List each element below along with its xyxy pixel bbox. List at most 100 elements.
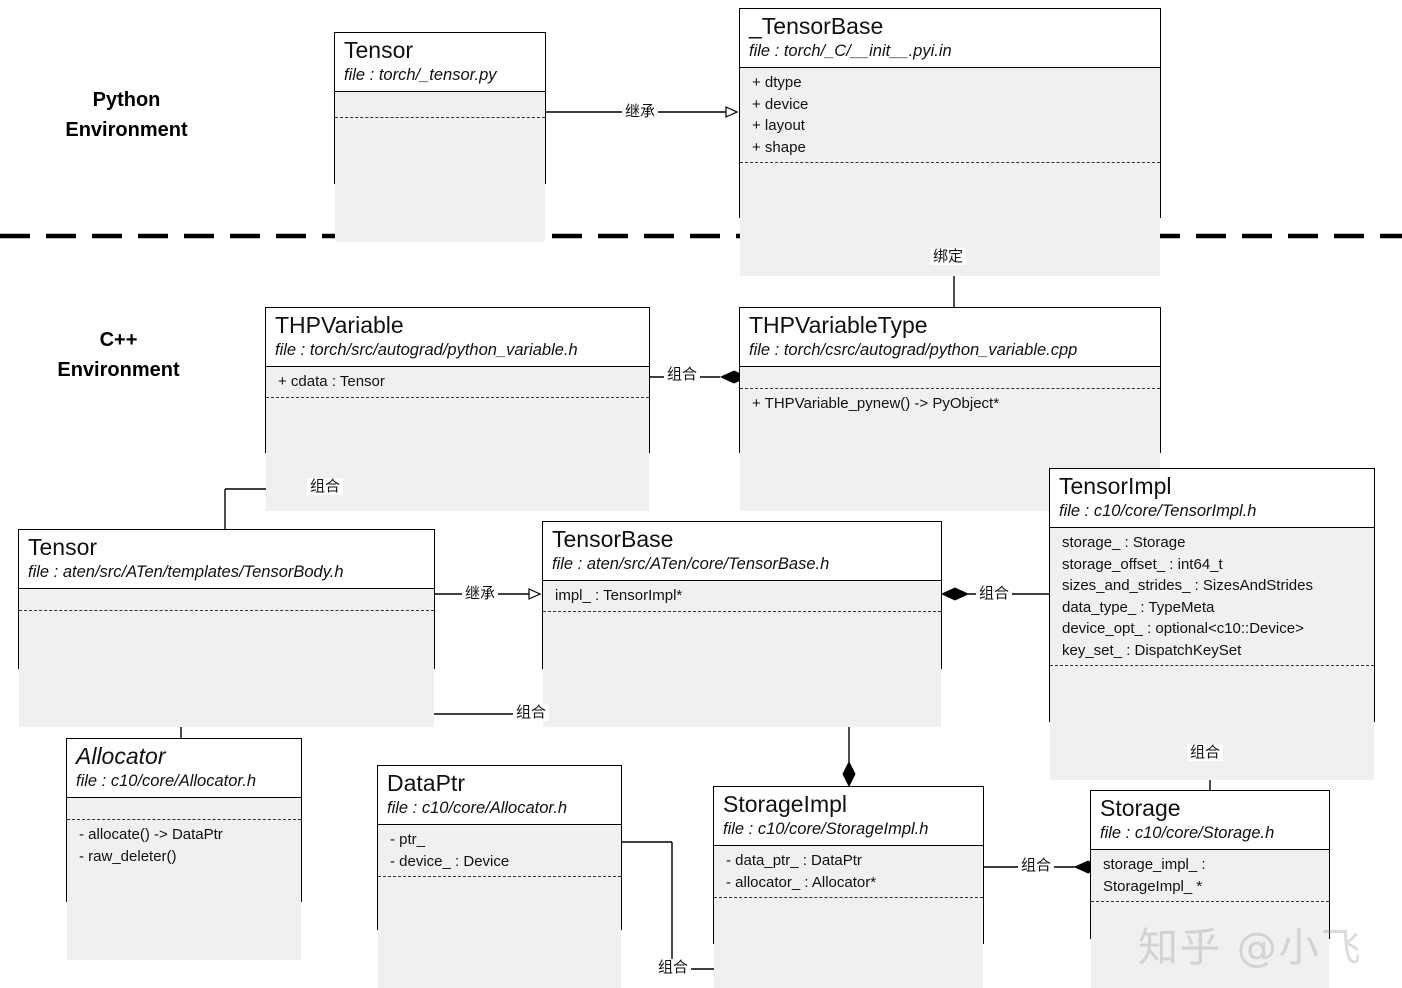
class-attributes: + dtype + device + layout + shape bbox=[740, 68, 1160, 164]
attribute-row: storage_offset_ : int64_t bbox=[1062, 555, 1223, 573]
edge-label-composition-storage-tensorimpl: 组合 bbox=[1187, 744, 1224, 761]
class-header: Tensor file : torch/_tensor.py bbox=[335, 33, 545, 93]
class-operations bbox=[266, 398, 649, 420]
class-attributes bbox=[67, 798, 301, 821]
class-header: _TensorBase file : torch/_C/__init__.pyi… bbox=[740, 9, 1160, 69]
class-body: - ptr_ - device_ : Device bbox=[378, 825, 621, 988]
edge-label-inheritance-cpp: 继承 bbox=[462, 585, 499, 602]
class-box-tensorimpl[interactable]: TensorImpl file : c10/core/TensorImpl.h … bbox=[1049, 468, 1375, 781]
class-header: Allocator file : c10/core/Allocator.h bbox=[67, 739, 301, 799]
class-attributes: impl_ : TensorImpl* bbox=[543, 581, 941, 612]
class-title: Tensor bbox=[344, 37, 414, 63]
class-body bbox=[335, 92, 545, 243]
class-attributes bbox=[740, 367, 1160, 390]
attribute-row: impl_ : TensorImpl* bbox=[555, 587, 683, 605]
class-attributes bbox=[19, 589, 434, 612]
attribute-row: storage_impl_ : bbox=[1103, 856, 1206, 874]
class-operations bbox=[543, 612, 941, 634]
class-attributes: + cdata : Tensor bbox=[266, 367, 649, 398]
class-operations bbox=[335, 118, 545, 144]
class-body: storage_ : Storage storage_offset_ : int… bbox=[1050, 528, 1374, 781]
class-body: - allocate() -> DataPtr - raw_deleter() bbox=[67, 798, 301, 961]
attribute-row: device_opt_ : optional<c10::Device> bbox=[1062, 620, 1304, 638]
class-box-allocator[interactable]: Allocator file : c10/core/Allocator.h - … bbox=[66, 738, 302, 961]
class-file: file : aten/src/ATen/core/TensorBase.h bbox=[552, 554, 830, 573]
class-operations: + THPVariable_pynew() -> PyObject* bbox=[740, 389, 1160, 418]
class-title: Tensor bbox=[28, 534, 98, 560]
edge-label-composition-cpptensor-thpvariable: 组合 bbox=[307, 478, 344, 495]
class-box-dataptr[interactable]: DataPtr file : c10/core/Allocator.h - pt… bbox=[377, 765, 622, 988]
attribute-row: - allocator_ : Allocator* bbox=[726, 873, 877, 891]
class-operations bbox=[1050, 666, 1374, 692]
class-title: DataPtr bbox=[387, 770, 465, 796]
class-operations bbox=[714, 898, 983, 920]
section-label-python: Python Environment bbox=[65, 89, 188, 141]
class-attributes: - ptr_ - device_ : Device bbox=[378, 825, 621, 878]
class-file: file : torch/_C/__init__.pyi.in bbox=[749, 41, 952, 60]
class-title: THPVariableType bbox=[749, 312, 928, 338]
class-body: + dtype + device + layout + shape bbox=[740, 68, 1160, 277]
class-file: file : c10/core/Allocator.h bbox=[387, 798, 568, 817]
class-box-python-tensor[interactable]: Tensor file : torch/_tensor.py bbox=[334, 32, 546, 243]
attribute-row: + layout bbox=[752, 117, 805, 135]
class-body: impl_ : TensorImpl* bbox=[543, 581, 941, 728]
class-body bbox=[19, 589, 434, 728]
class-header: StorageImpl file : c10/core/StorageImpl.… bbox=[714, 787, 983, 847]
attribute-row: key_set_ : DispatchKeySet bbox=[1062, 641, 1242, 659]
class-header: THPVariableType file : torch/csrc/autogr… bbox=[740, 308, 1160, 368]
attribute-row: + cdata : Tensor bbox=[278, 373, 385, 391]
class-operations bbox=[378, 877, 621, 899]
class-box-storage[interactable]: Storage file : c10/core/Storage.h storag… bbox=[1090, 790, 1330, 988]
class-operations bbox=[19, 611, 434, 633]
class-box-tensorbase-python[interactable]: _TensorBase file : torch/_C/__init__.pyi… bbox=[739, 8, 1161, 277]
class-header: THPVariable file : torch/src/autograd/py… bbox=[266, 308, 649, 368]
class-file: file : aten/src/ATen/templates/TensorBod… bbox=[28, 562, 344, 581]
attribute-row: storage_ : Storage bbox=[1062, 534, 1186, 552]
class-box-tensorbase-cpp[interactable]: TensorBase file : aten/src/ATen/core/Ten… bbox=[542, 521, 942, 728]
operation-row: - raw_deleter() bbox=[79, 847, 177, 865]
section-label-cpp: C++ Environment bbox=[57, 329, 180, 381]
attribute-row: - data_ptr_ : DataPtr bbox=[726, 852, 862, 870]
class-body: - data_ptr_ : DataPtr - allocator_ : All… bbox=[714, 846, 983, 988]
class-file: file : c10/core/Allocator.h bbox=[76, 771, 257, 790]
attribute-row: - ptr_ bbox=[390, 831, 426, 849]
class-box-cpp-tensor[interactable]: Tensor file : aten/src/ATen/templates/Te… bbox=[18, 529, 435, 728]
class-box-storageimpl[interactable]: StorageImpl file : c10/core/StorageImpl.… bbox=[713, 786, 984, 988]
edge-label-composition-storageimpl-storage: 组合 bbox=[1018, 857, 1055, 874]
class-attributes bbox=[335, 92, 545, 119]
class-title: TensorImpl bbox=[1059, 473, 1172, 499]
class-operations bbox=[740, 163, 1160, 187]
attribute-row: StorageImpl_ * bbox=[1103, 877, 1203, 895]
class-operations: - allocate() -> DataPtr - raw_deleter() bbox=[67, 820, 301, 871]
class-header: TensorBase file : aten/src/ATen/core/Ten… bbox=[543, 522, 941, 582]
class-body: storage_impl_ : StorageImpl_ * bbox=[1091, 850, 1329, 988]
attribute-row: + shape bbox=[752, 138, 806, 156]
operation-row: - allocate() -> DataPtr bbox=[79, 826, 223, 844]
class-header: DataPtr file : c10/core/Allocator.h bbox=[378, 766, 621, 826]
class-title: TensorBase bbox=[552, 526, 674, 552]
class-box-thpvariabletype[interactable]: THPVariableType file : torch/csrc/autogr… bbox=[739, 307, 1161, 512]
class-title: Storage bbox=[1100, 795, 1181, 821]
class-title: _TensorBase bbox=[749, 13, 884, 39]
class-header: Storage file : c10/core/Storage.h bbox=[1091, 791, 1329, 851]
class-title: THPVariable bbox=[275, 312, 404, 338]
class-box-thpvariable[interactable]: THPVariable file : torch/src/autograd/py… bbox=[265, 307, 650, 512]
class-file: file : c10/core/Storage.h bbox=[1100, 823, 1275, 842]
zhihu-watermark: 知乎 @小飞 bbox=[1138, 925, 1363, 971]
edge-label-inheritance-python: 继承 bbox=[622, 103, 659, 120]
operation-row: + THPVariable_pynew() -> PyObject* bbox=[752, 395, 1000, 413]
edge-label-binding: 绑定 bbox=[930, 248, 967, 265]
edge-label-composition-tensorbase-tensorimpl: 组合 bbox=[976, 585, 1013, 602]
class-file: file : c10/core/StorageImpl.h bbox=[723, 819, 929, 838]
attribute-row: sizes_and_strides_ : SizesAndStrides bbox=[1062, 577, 1313, 595]
class-file: file : torch/src/autograd/python_variabl… bbox=[275, 340, 578, 359]
class-header: TensorImpl file : c10/core/TensorImpl.h bbox=[1050, 469, 1374, 529]
class-attributes: storage_impl_ : StorageImpl_ * bbox=[1091, 850, 1329, 903]
attribute-row: + device bbox=[752, 95, 809, 113]
class-file: file : c10/core/TensorImpl.h bbox=[1059, 501, 1257, 520]
edge-label-composition-allocator-storageimpl: 组合 bbox=[513, 704, 550, 721]
class-file: file : torch/_tensor.py bbox=[344, 65, 497, 84]
attribute-row: data_type_ : TypeMeta bbox=[1062, 598, 1215, 616]
class-attributes: - data_ptr_ : DataPtr - allocator_ : All… bbox=[714, 846, 983, 899]
